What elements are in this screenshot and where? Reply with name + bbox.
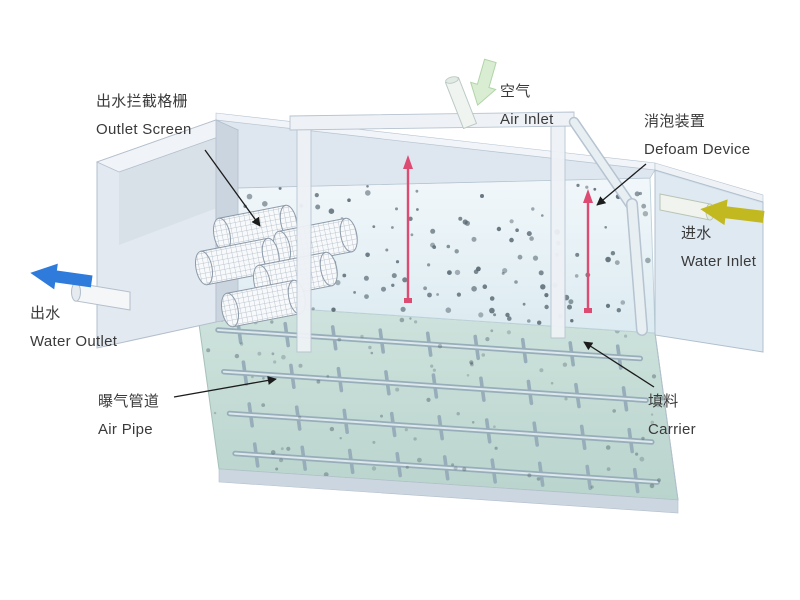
label-air-inlet-zh: 空气 bbox=[500, 83, 531, 100]
air-downcomer-pipe bbox=[568, 116, 648, 336]
label-water-inlet: 进水 Water Inlet bbox=[681, 220, 756, 276]
label-water-outlet-zh: 出水 bbox=[30, 305, 61, 322]
label-outlet-screen: 出水拦截格栅 Outlet Screen bbox=[96, 88, 192, 144]
label-air-inlet: 空气 Air Inlet bbox=[500, 78, 554, 134]
label-water-inlet-zh: 进水 bbox=[681, 225, 712, 242]
air-inlet-pipe bbox=[444, 76, 478, 130]
water-outlet-pipe bbox=[71, 282, 131, 311]
label-carrier-en: Carrier bbox=[648, 421, 696, 438]
carrier-dots-floor bbox=[206, 308, 666, 489]
label-defoam-device-zh: 消泡装置 bbox=[644, 113, 706, 130]
water-outlet-arrow bbox=[30, 263, 93, 290]
label-carrier: 填料 Carrier bbox=[648, 388, 696, 444]
support-frame bbox=[289, 76, 648, 353]
water-inlet-arrow bbox=[700, 199, 765, 226]
label-defoam-device-en: Defoam Device bbox=[644, 141, 751, 158]
defoam-rod-right bbox=[583, 189, 593, 313]
leader-outlet-screen bbox=[204, 149, 261, 227]
label-defoam-device: 消泡装置 Defoam Device bbox=[644, 108, 750, 164]
defoam-rod-left bbox=[403, 155, 413, 303]
label-carrier-zh: 填料 bbox=[648, 393, 679, 410]
air-pipe-grid bbox=[215, 318, 661, 494]
label-outlet-screen-en: Outlet Screen bbox=[96, 121, 192, 138]
leader-carrier bbox=[583, 341, 655, 388]
leader-arrows bbox=[173, 149, 655, 398]
leader-defoam-device bbox=[596, 163, 647, 206]
air-inlet-arrow bbox=[469, 58, 497, 106]
label-water-outlet-en: Water Outlet bbox=[30, 333, 118, 350]
tank-floor bbox=[195, 301, 679, 501]
label-air-pipe-zh: 曝气管道 bbox=[98, 393, 160, 410]
label-air-inlet-en: Air Inlet bbox=[500, 111, 554, 128]
defoam-devices bbox=[403, 155, 593, 313]
label-water-outlet: 出水 Water Outlet bbox=[30, 300, 117, 356]
label-air-pipe: 曝气管道 Air Pipe bbox=[98, 388, 159, 444]
label-water-inlet-en: Water Inlet bbox=[681, 253, 757, 270]
label-outlet-screen-zh: 出水拦截格栅 bbox=[96, 93, 188, 110]
label-air-pipe-en: Air Pipe bbox=[98, 421, 153, 438]
support-column-right bbox=[550, 123, 566, 339]
tank-front-right-edge bbox=[654, 332, 679, 501]
tank-bottom-edge bbox=[218, 468, 679, 514]
support-column-left bbox=[296, 127, 312, 353]
leader-air-pipe bbox=[173, 375, 277, 398]
